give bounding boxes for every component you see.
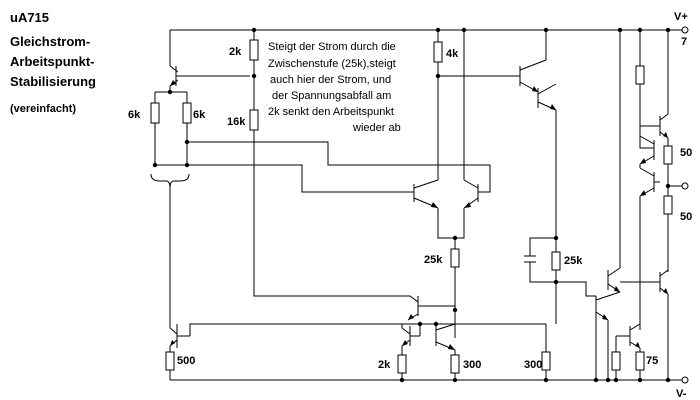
diode-transistor-a <box>639 135 655 165</box>
supply-positive-label: V+ <box>674 11 688 23</box>
note-line-3: auch hier der Strom, und <box>270 74 391 86</box>
label-6k-right: 6k <box>193 109 206 121</box>
label-50-top: 50 <box>680 147 692 159</box>
resistor-50-bottom <box>663 195 673 215</box>
title-line-2: Arbeitspunkt- <box>10 54 95 69</box>
resistor-2k-top <box>249 39 259 61</box>
stage2-transistor-b <box>537 83 557 111</box>
label-300-left: 300 <box>463 359 481 371</box>
output-low-transistor <box>620 269 669 295</box>
positive-terminal <box>681 26 689 34</box>
label-50-bottom: 50 <box>680 211 692 223</box>
mirror-transistor-b <box>435 323 456 351</box>
label-2k-top: 2k <box>229 46 242 58</box>
label-16k: 16k <box>227 116 246 128</box>
resistor-25k-right <box>551 251 561 271</box>
title-block: uA715 Gleichstrom- Arbeitspunkt- Stabili… <box>10 10 96 115</box>
output-driver-transistor <box>607 267 621 293</box>
title-line-1: Gleichstrom- <box>10 34 90 49</box>
label-25k-right: 25k <box>564 255 583 267</box>
positive-rail <box>170 26 689 34</box>
label-75: 75 <box>646 355 658 367</box>
output-bias-transistor <box>595 291 621 321</box>
diode-transistor-b <box>639 167 655 197</box>
note-line-5: 2k senkt den Arbeitspunkt <box>268 106 394 118</box>
resistor-75 <box>635 351 645 371</box>
resistor-300-left <box>450 354 460 374</box>
note-line-6: wieder ab <box>352 122 401 134</box>
title-qualifier: (vereinfacht) <box>10 103 76 115</box>
label-300-right: 300 <box>524 359 542 371</box>
output-terminal <box>681 182 689 190</box>
input-transistor <box>169 30 250 87</box>
label-2k-bottom: 2k <box>378 359 391 371</box>
explanation-note: Steigt der Strom durch die Zwischenstufe… <box>268 41 401 134</box>
stage2-transistor-a <box>519 59 547 93</box>
resistor-300-right <box>541 351 551 371</box>
chip-name: uA715 <box>10 10 49 25</box>
note-line-4: der Spannungsabfall am <box>272 90 391 102</box>
resistor-6k-left <box>150 102 160 124</box>
sink-transistor-left <box>169 323 546 348</box>
current-limit-transistor <box>616 323 641 349</box>
note-line-1: Steigt der Strom durch die <box>268 41 396 53</box>
mirror-transistor-a <box>401 324 420 347</box>
resistor-16k <box>249 109 259 131</box>
diff-transistor-right <box>463 179 479 209</box>
note-line-2: Zwischenstufe (25k),steigt <box>268 58 396 70</box>
label-25k-center: 25k <box>424 254 443 266</box>
brace <box>150 173 190 189</box>
resistor-25k-center <box>450 248 460 268</box>
resistor-4k <box>433 41 443 63</box>
negative-rail <box>170 376 689 384</box>
feedback-transistor <box>407 295 455 321</box>
resistor-2k-bottom <box>397 354 407 374</box>
label-500: 500 <box>177 355 195 367</box>
diff-transistor-left <box>413 179 439 209</box>
output-high-transistor <box>640 113 669 139</box>
title-line-3: Stabilisierung <box>10 74 96 89</box>
resistor-6k-right <box>182 102 192 124</box>
supply-positive-pin: 7 <box>681 36 687 48</box>
supply-negative-label: V- <box>676 388 687 400</box>
label-6k-left: 6k <box>128 109 141 121</box>
resistor-50-top <box>663 145 673 165</box>
negative-terminal <box>681 376 689 384</box>
resistor-500 <box>165 351 175 371</box>
label-4k: 4k <box>446 48 459 60</box>
resistor-unlabeled <box>611 351 621 371</box>
resistor-bias <box>635 65 645 85</box>
